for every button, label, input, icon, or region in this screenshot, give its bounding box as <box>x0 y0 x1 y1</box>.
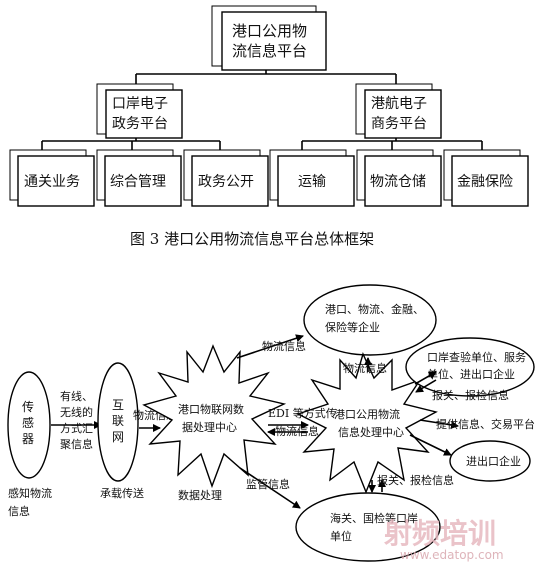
root-node: 港口公用物 流信息平台 <box>211 5 327 71</box>
methods-line4: 聚信息 <box>60 437 93 451</box>
leaf-public-affairs-label: 政务公开 <box>198 174 254 190</box>
customs-inspection-node: 海关、国检等口岸 单位 <box>295 492 441 562</box>
enterprise-line1: 港口、物流、金融、 <box>325 302 424 316</box>
leaf-public-affairs: 政务公开 <box>183 149 269 207</box>
sensor-caption-line2: 信息 <box>8 504 30 518</box>
methods-line1: 有线、 <box>60 389 93 403</box>
watermark-title: 射频培训 <box>383 517 496 550</box>
customs-inspection-line2: 单位 <box>330 529 352 543</box>
sensor-char-2: 感 <box>22 415 34 430</box>
commerce-platform-line1: 港航电子 <box>371 96 427 112</box>
hierarchy-diagram: 港口公用物 流信息平台 口岸电子 政务平台 港航电子 商务平台 通关业务 综合管… <box>9 5 529 248</box>
commerce-platform-node: 港航电子 商务平台 <box>355 83 442 139</box>
customs-platform-line1: 口岸电子 <box>112 96 168 112</box>
leaf-management-label: 综合管理 <box>110 174 166 190</box>
enterprise-node: 港口、物流、金融、 保险等企业 <box>303 284 437 356</box>
flow-diagram: 传 感 器 感知物流 信息 有线、 无线的 方式汇 聚信息 互 联 网 承载传送… <box>7 284 535 562</box>
customs-platform-node: 口岸电子 政务平台 <box>96 83 183 139</box>
internet-char-1: 互 <box>112 398 124 412</box>
enterprise-line2: 保险等企业 <box>325 320 380 334</box>
methods-line2: 无线的 <box>60 405 93 419</box>
internet-node: 互 联 网 <box>97 362 139 482</box>
sensor-char-1: 传 <box>22 399 34 414</box>
label-provide: 提供信息、交易平台 <box>436 417 535 431</box>
inspection-line1: 口岸查验单位、服务 <box>427 350 526 364</box>
import-export-label: 进出口企业 <box>466 454 521 468</box>
internet-char-3: 网 <box>112 430 124 444</box>
internet-caption: 承载传送 <box>100 486 144 500</box>
public-center-node: 港口公用物流 信息处理中心 <box>296 352 438 494</box>
inspection-node: 口岸查验单位、服务 单位、进出口企业 <box>405 337 535 397</box>
inspection-line2: 单位、进出口企业 <box>427 367 515 381</box>
commerce-platform-line2: 商务平台 <box>371 116 427 132</box>
leaf-transport: 运输 <box>269 149 355 207</box>
label-edi: EDI 等方式传 <box>268 406 337 420</box>
leaf-transport-label: 运输 <box>298 174 326 190</box>
customs-platform-line2: 政务平台 <box>112 116 168 132</box>
leaf-management: 综合管理 <box>96 149 182 207</box>
iot-center-line1: 港口物联网数 <box>178 402 244 416</box>
leaf-warehousing-label: 物流仓储 <box>370 174 426 190</box>
iot-center-line2: 据处理中心 <box>182 420 237 434</box>
label-logistics-info-3: 物流信息 <box>275 424 319 438</box>
sensor-node: 传 感 器 <box>7 371 51 479</box>
leaf-finance-label: 金融保险 <box>457 174 513 190</box>
public-center-line1: 港口公用物流 <box>334 407 400 421</box>
import-export-node: 进出口企业 <box>449 440 531 482</box>
internet-char-2: 联 <box>112 414 124 428</box>
public-center-line2: 信息处理中心 <box>338 425 404 439</box>
root-label-line2: 流信息平台 <box>232 42 307 60</box>
label-declare-1: 报关、报检信息 <box>432 388 509 402</box>
sensor-caption-line1: 感知物流 <box>8 486 52 500</box>
leaf-warehousing: 物流仓储 <box>356 149 442 207</box>
label-supervise: 监管信息 <box>246 477 290 491</box>
watermark-url: www.edatop.com <box>400 548 504 562</box>
sensor-char-3: 器 <box>22 432 34 446</box>
iot-center-node: 港口物联网数 据处理中心 <box>142 344 287 489</box>
leaf-customs-label: 通关业务 <box>24 174 80 190</box>
label-logistics-info-4: 物流信息 <box>343 361 387 375</box>
customs-inspection-line1: 海关、国检等口岸 <box>330 511 418 525</box>
figure-caption: 图 3 港口公用物流信息平台总体框架 <box>130 230 374 248</box>
leaf-customs: 通关业务 <box>9 149 95 207</box>
root-label-line1: 港口公用物 <box>232 22 307 40</box>
label-logistics-info-2: 物流信息 <box>262 339 306 353</box>
methods-line3: 方式汇 <box>60 421 93 435</box>
data-processing-caption: 数据处理 <box>178 488 222 502</box>
watermark: 射频培训 www.edatop.com <box>383 517 504 562</box>
leaf-finance: 金融保险 <box>443 149 529 207</box>
label-declare-2: 报关、报检信息 <box>377 473 454 487</box>
